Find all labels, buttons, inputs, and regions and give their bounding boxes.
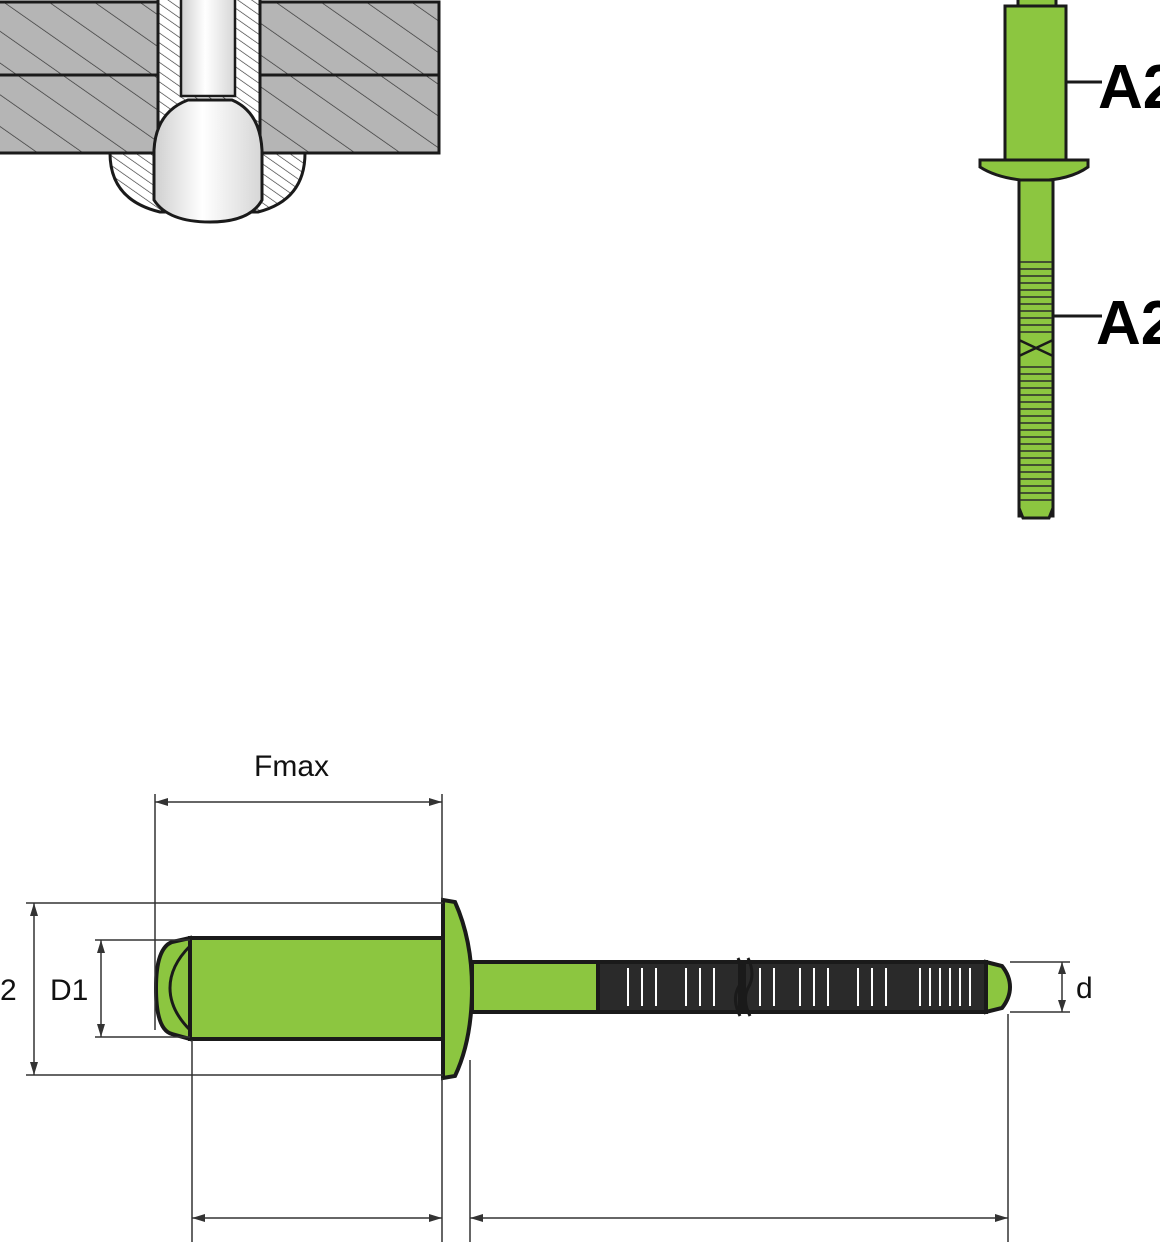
dim-mandrel-ribs (627, 968, 971, 1006)
mandrel-callout-label: A2 (1096, 289, 1160, 358)
mandrel-break-notch (1018, 338, 1054, 358)
d-label: d (1076, 972, 1093, 1005)
dim-mandrel-plain (470, 960, 602, 1014)
section-view (0, 0, 441, 224)
rivet-side-view: A2 A2 (978, 0, 1160, 520)
mandrel-head-section (152, 98, 264, 224)
dim-break-mark (733, 957, 754, 1017)
rivet-body (1003, 4, 1068, 162)
d1-label: D1 (50, 974, 88, 1007)
mandrel-grip-ribs (1020, 261, 1052, 501)
dim-rivet-end (153, 935, 192, 1042)
mandrel-pin-section (179, 0, 237, 98)
dim-mandrel-grip-1 (596, 960, 742, 1014)
d2-label: 2 (0, 974, 17, 1007)
dim-rivet-body (188, 936, 446, 1041)
rivet-flange (978, 158, 1090, 183)
fmax-label: Fmax (254, 750, 329, 783)
dim-mandrel-grip-2 (742, 960, 988, 1014)
dim-rivet-flange (441, 897, 475, 1081)
dimension-drawing: Fmax 2 D1 d (0, 750, 1093, 1242)
body-callout-label: A2 (1098, 53, 1160, 122)
dim-mandrel-tip (984, 959, 1013, 1015)
